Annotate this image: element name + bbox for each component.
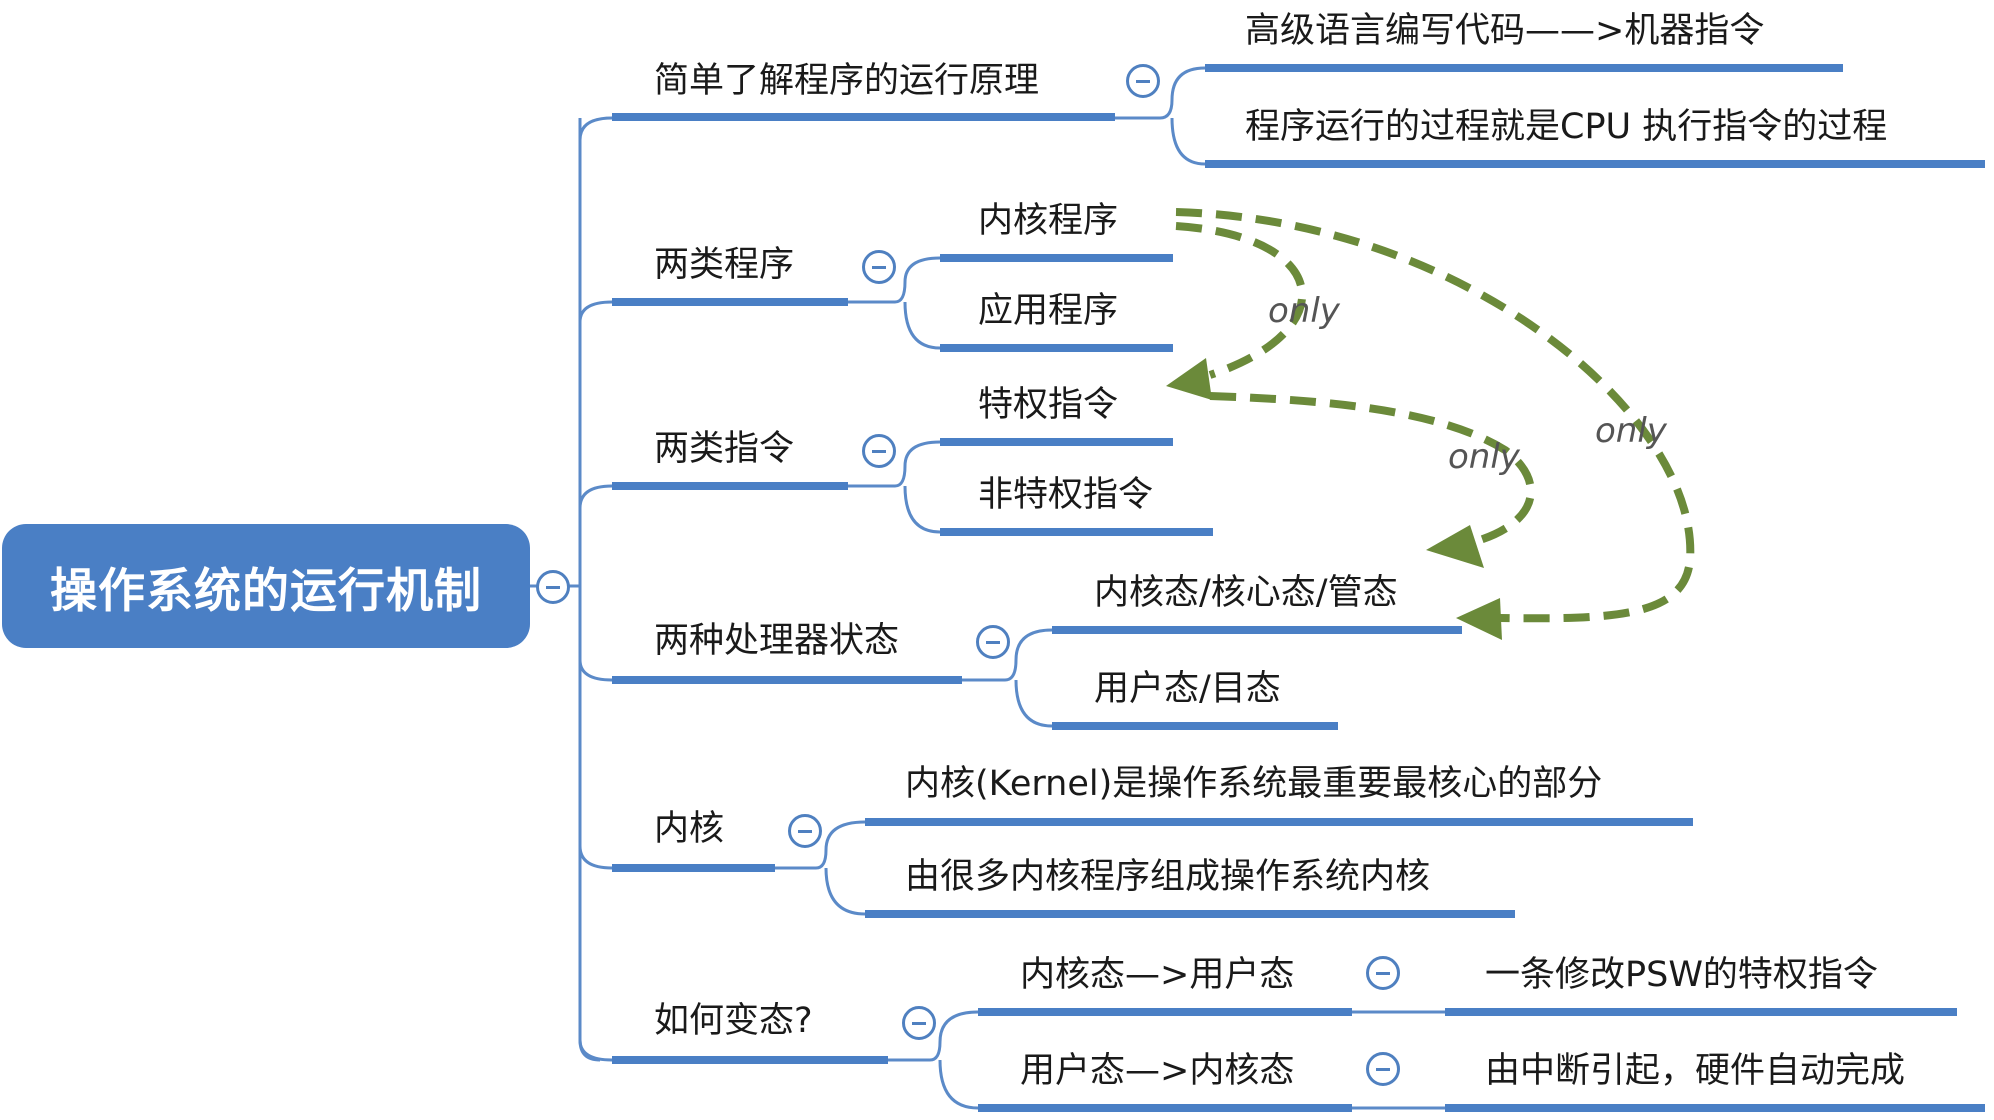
underline-b3c1	[940, 438, 1173, 446]
branch-6-child-1-collapse-button[interactable]	[1366, 956, 1400, 990]
branch-6-child-2-label[interactable]: 用户态—>内核态	[1020, 1051, 1295, 1091]
branch-6-child-1-grandchild-label[interactable]: 一条修改PSW的特权指令	[1485, 955, 1878, 995]
b1-fork	[1115, 66, 1206, 166]
only-annotation-1: only	[1268, 291, 1340, 331]
branch-6-child-2-collapse-button[interactable]	[1366, 1052, 1400, 1086]
branch-2-child-2-label[interactable]: 应用程序	[978, 291, 1119, 331]
branch-2-label[interactable]: 两类程序	[654, 245, 795, 285]
underline-b5c1	[865, 818, 1693, 826]
trunk-branch-5	[578, 845, 613, 870]
branch-1-label[interactable]: 简单了解程序的运行原理	[654, 61, 1040, 101]
arrow-privileged-to-kernelmode	[1209, 392, 1535, 544]
b4-fork	[962, 628, 1053, 728]
branch-6-child-1-label[interactable]: 内核态—>用户态	[1020, 955, 1295, 995]
only-annotation-2: only	[1448, 437, 1520, 477]
arrowhead-kernelmode-a	[1456, 598, 1502, 640]
underline-b4c1	[1052, 626, 1462, 634]
arrow-kernel-to-kernelmode	[1175, 208, 1695, 623]
underline-b5	[612, 864, 775, 872]
trunk-branch-1	[578, 116, 613, 141]
branch-5-child-2-label[interactable]: 由很多内核程序组成操作系统内核	[905, 857, 1431, 897]
branch-4-child-1-label[interactable]: 内核态/核心态/管态	[1094, 573, 1398, 613]
b3-fork	[848, 440, 941, 534]
branch-3-child-1-label[interactable]: 特权指令	[978, 385, 1119, 425]
underline-b2c2	[940, 344, 1173, 352]
underlines	[612, 64, 1985, 1112]
underline-b6c2	[978, 1104, 1352, 1112]
only-annotation-3: only	[1595, 411, 1667, 451]
underline-b3c2	[940, 528, 1213, 536]
underline-b2	[612, 298, 848, 306]
arrowhead-kernelmode-b	[1426, 525, 1484, 568]
branch-5-collapse-button[interactable]	[788, 814, 822, 848]
only-arrowheads	[1166, 358, 1502, 640]
branch-4-collapse-button[interactable]	[976, 625, 1010, 659]
arrowhead-privileged	[1166, 358, 1212, 400]
underline-b6c1g1	[1445, 1008, 1957, 1016]
branch-4-label[interactable]: 两种处理器状态	[654, 621, 900, 661]
underline-b6c2g1	[1445, 1104, 1985, 1112]
underline-b6	[612, 1056, 888, 1064]
branch-6-child-2-grandchild-label[interactable]: 由中断引起，硬件自动完成	[1485, 1051, 1906, 1091]
underline-b1c1	[1205, 64, 1843, 72]
trunk-branch-6	[578, 1039, 613, 1062]
connectors	[530, 66, 1445, 1110]
branch-3-child-2-label[interactable]: 非特权指令	[978, 475, 1154, 515]
underline-b4	[612, 676, 962, 684]
arrow-kernel-to-privileged	[1175, 222, 1307, 379]
b2-fork	[848, 256, 941, 350]
b5-fork	[775, 820, 866, 916]
trunk-branch-4	[578, 659, 613, 682]
branch-2-child-1-label[interactable]: 内核程序	[978, 201, 1119, 241]
branch-3-collapse-button[interactable]	[862, 434, 896, 468]
only-arrows	[1175, 208, 1695, 623]
branch-1-collapse-button[interactable]	[1126, 64, 1160, 98]
underline-b1c2	[1205, 160, 1985, 168]
branch-4-child-2-label[interactable]: 用户态/目态	[1094, 669, 1281, 709]
underline-b3	[612, 482, 848, 490]
underline-b6c1	[978, 1008, 1352, 1016]
underline-b2c1	[940, 254, 1173, 262]
underline-b4c2	[1052, 722, 1338, 730]
branch-5-child-1-label[interactable]: 内核(Kernel)是操作系统最重要最核心的部分	[905, 764, 1603, 804]
branch-1-child-2-label[interactable]: 程序运行的过程就是CPU 执行指令的过程	[1245, 107, 1888, 147]
trunk-branch-2	[578, 300, 613, 323]
branch-5-label[interactable]: 内核	[654, 809, 725, 849]
trunk-branch-3	[578, 484, 613, 509]
branch-1-child-1-label[interactable]: 高级语言编写代码——>机器指令	[1245, 11, 1765, 51]
underline-b1	[612, 113, 1115, 121]
branch-6-collapse-button[interactable]	[902, 1006, 936, 1040]
branch-3-label[interactable]: 两类指令	[654, 429, 795, 469]
trunk-line	[578, 118, 601, 1062]
root-label: 操作系统的运行机制	[50, 563, 482, 619]
underline-b5c2	[865, 910, 1515, 918]
root-node[interactable]: 操作系统的运行机制	[2, 524, 530, 648]
branch-6-label[interactable]: 如何变态?	[654, 1001, 813, 1041]
root-collapse-button[interactable]	[536, 570, 570, 604]
b6-fork	[888, 1010, 979, 1110]
branch-2-collapse-button[interactable]	[862, 250, 896, 284]
